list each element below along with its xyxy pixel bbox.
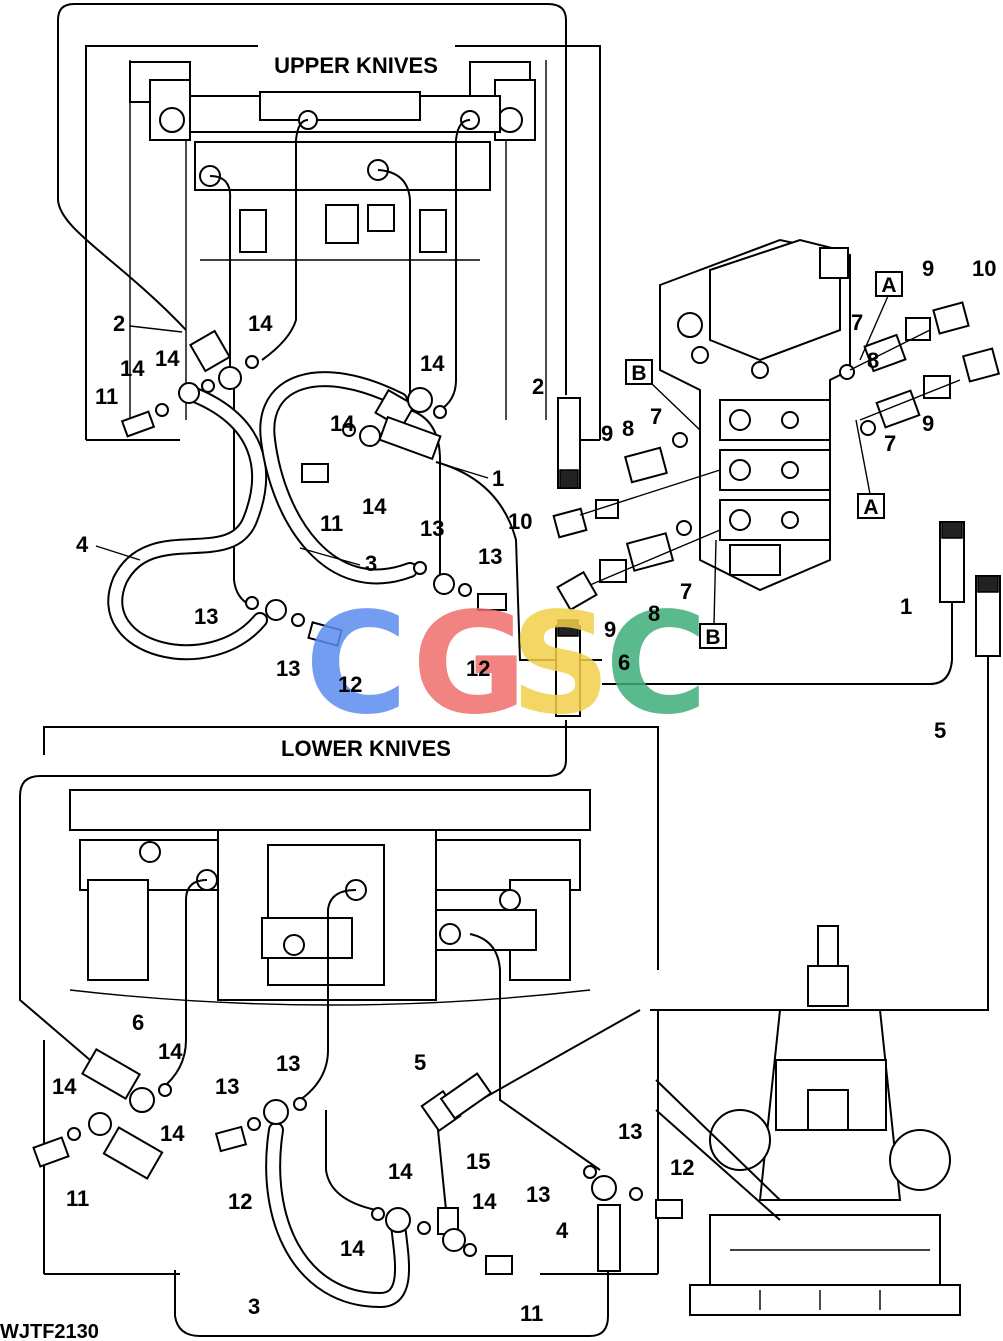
figure-code: WJTF2130 xyxy=(0,1321,99,1341)
callout-upper-14c: 14 xyxy=(120,356,145,381)
callout-lower-12a: 12 xyxy=(228,1189,252,1214)
callout-lower-6: 6 xyxy=(132,1010,144,1035)
lower-knives-assembly xyxy=(69,789,591,1006)
svg-text:B: B xyxy=(705,626,720,649)
upper-hose-lines xyxy=(57,3,602,661)
svg-text:A: A xyxy=(863,496,878,519)
callout-lower-3: 3 xyxy=(248,1294,260,1319)
upper-fittings xyxy=(120,329,507,647)
callout-upper-3: 3 xyxy=(365,551,377,576)
callout-lower-14e: 14 xyxy=(472,1189,497,1214)
watermark-letter-c1: C xyxy=(305,583,408,746)
svg-text:B: B xyxy=(631,362,646,385)
callout-upper-4: 4 xyxy=(76,532,89,557)
callout-upper-13c: 13 xyxy=(194,604,218,629)
callout-valve-8b: 8 xyxy=(648,601,660,626)
harvester-overview-illustration xyxy=(655,925,961,1316)
callout-upper-11b: 11 xyxy=(320,511,343,536)
ref-box-b-bottom: B xyxy=(699,623,727,649)
callout-upper-12b: 12 xyxy=(466,656,490,681)
upper-knives-assembly xyxy=(129,60,547,420)
callout-upper-11a: 11 xyxy=(95,384,118,409)
watermark-letter-c2: C xyxy=(605,583,708,746)
callout-valve-10-top: 10 xyxy=(972,256,996,281)
callout-upper-14a: 14 xyxy=(248,311,273,336)
upper-knives-title: UPPER KNIVES xyxy=(274,53,438,78)
ref-box-a-bottom: A xyxy=(857,493,885,519)
callout-upper-14b: 14 xyxy=(155,346,180,371)
lower-knives-title: LOWER KNIVES xyxy=(281,736,451,761)
valve-fittings xyxy=(552,301,1001,717)
watermark-letter-g: G xyxy=(412,583,527,746)
callout-lower-13d: 13 xyxy=(526,1182,550,1207)
hose-3-lower xyxy=(265,1122,410,1309)
callout-upper-13a: 13 xyxy=(420,516,444,541)
callout-valve-8-top: 8 xyxy=(867,348,879,373)
callout-valve-2: 2 xyxy=(532,374,544,399)
callout-upper-14e: 14 xyxy=(330,411,355,436)
callout-lower-4: 4 xyxy=(556,1218,569,1243)
hose-3-upper xyxy=(259,371,418,585)
callout-valve-7-right: 7 xyxy=(884,431,896,456)
callout-upper-14d: 14 xyxy=(420,351,445,376)
callout-lower-13c: 13 xyxy=(618,1119,642,1144)
watermark-letter-s: S xyxy=(510,583,611,746)
callout-valve-5-right: 5 xyxy=(934,718,946,743)
valve-route-lines xyxy=(19,329,989,1061)
callout-valve-9b: 9 xyxy=(604,617,616,642)
callout-lower-14a: 14 xyxy=(158,1039,183,1064)
callout-valve-10-left: 10 xyxy=(508,509,532,534)
callout-valve-9a: 9 xyxy=(601,421,613,446)
callout-upper-12a: 12 xyxy=(338,672,362,697)
callout-valve-6: 6 xyxy=(618,650,630,675)
callout-lower-13a: 13 xyxy=(215,1074,239,1099)
callout-upper-13b: 13 xyxy=(478,544,502,569)
callout-lower-14f: 14 xyxy=(340,1236,365,1261)
callout-valve-7-top: 7 xyxy=(851,310,863,335)
ref-box-a-top: A xyxy=(875,271,903,297)
callout-lower-11b: 11 xyxy=(520,1301,543,1326)
callout-upper-13d: 13 xyxy=(276,656,300,681)
callout-lower-15: 15 xyxy=(466,1149,490,1174)
callout-lower-12b: 12 xyxy=(670,1155,694,1180)
callout-lower-14d: 14 xyxy=(388,1159,413,1184)
callout-lower-13b: 13 xyxy=(276,1051,300,1076)
callout-upper-14f: 14 xyxy=(362,494,387,519)
ref-box-b-top: B xyxy=(625,359,653,385)
hose-4-upper xyxy=(107,385,268,661)
callout-lower-5: 5 xyxy=(414,1050,426,1075)
callout-labels: 2 14 14 14 11 14 14 14 11 1 4 3 13 13 13… xyxy=(52,256,996,1326)
callout-upper-2: 2 xyxy=(113,311,125,336)
callout-upper-1: 1 xyxy=(492,466,504,491)
callout-lower-11a: 11 xyxy=(66,1186,89,1211)
callout-lower-14c: 14 xyxy=(160,1121,185,1146)
callout-lower-14b: 14 xyxy=(52,1074,77,1099)
callout-valve-9-right: 9 xyxy=(922,411,934,436)
callout-valve-8a: 8 xyxy=(622,416,634,441)
svg-text:A: A xyxy=(881,274,896,297)
lower-fittings xyxy=(32,1048,683,1275)
valve-block xyxy=(659,238,851,592)
watermark-logo: C G S C xyxy=(305,583,708,746)
callout-valve-9-top: 9 xyxy=(922,256,934,281)
callout-valve-7a: 7 xyxy=(650,404,662,429)
callout-valve-1-right: 1 xyxy=(900,594,912,619)
callout-valve-7b: 7 xyxy=(680,579,692,604)
